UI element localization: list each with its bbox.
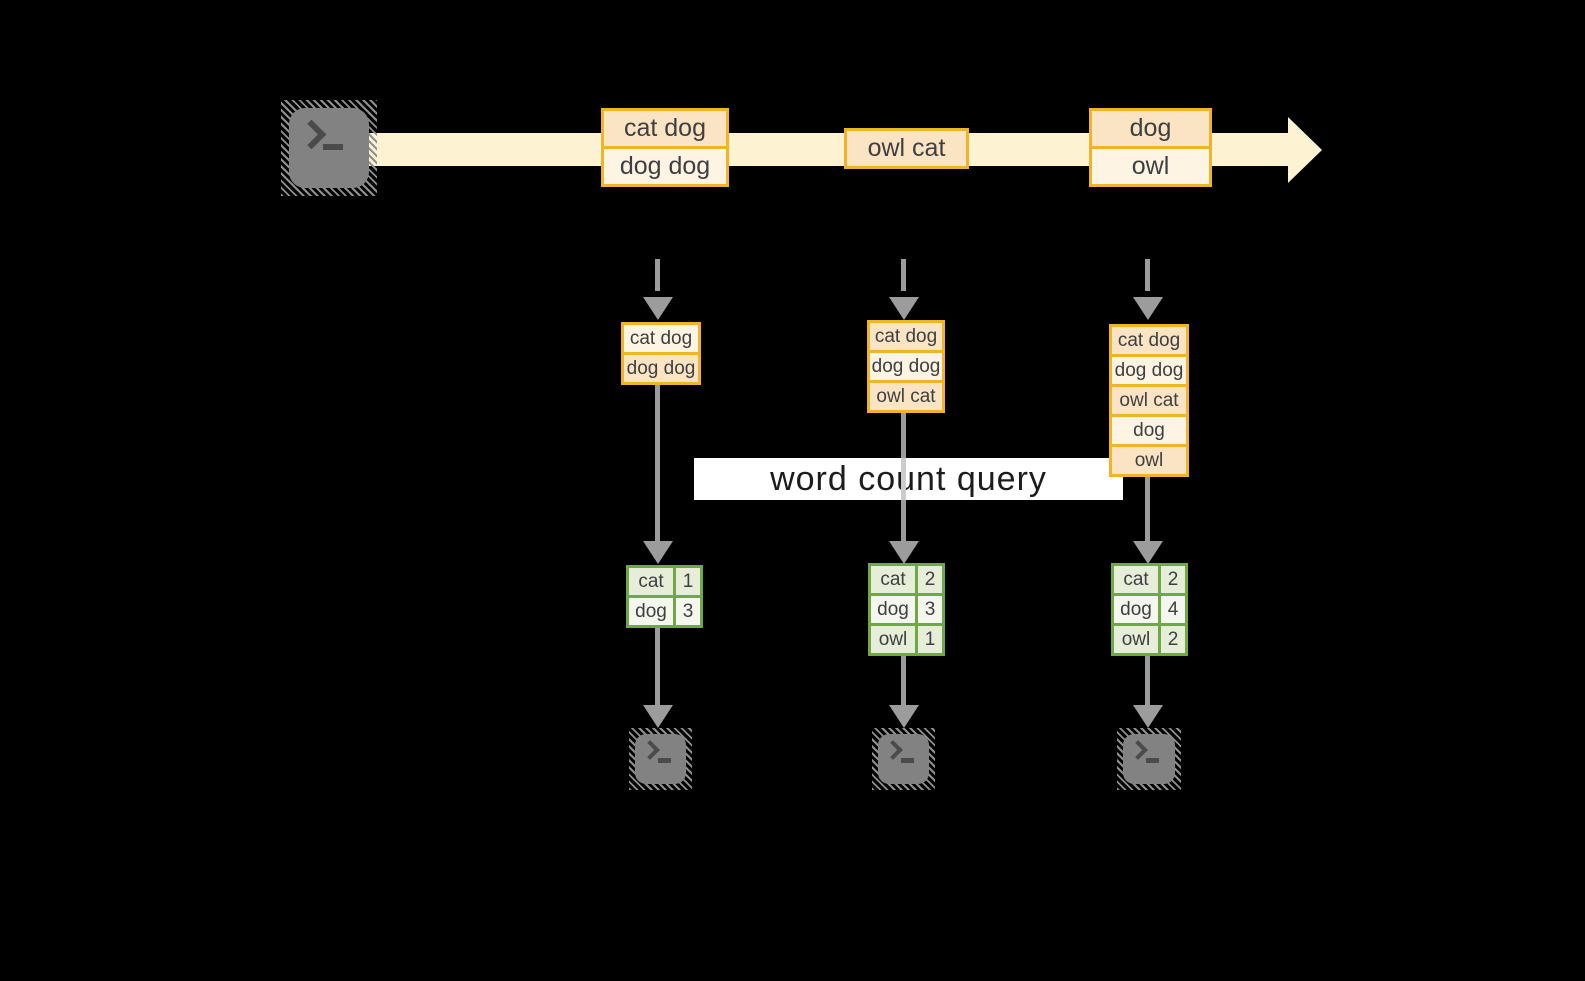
stream-record: owl cat — [847, 131, 966, 166]
query-arrow-head-icon — [643, 541, 673, 564]
window-buffer-2: cat dog dog dog owl cat — [867, 320, 945, 413]
terminal-screen — [635, 734, 686, 784]
buffer-record: dog dog — [1112, 354, 1186, 384]
count-value-cell: 2 — [915, 566, 942, 593]
count-word-cell: cat — [1114, 566, 1158, 593]
dashed-arrow-head-icon — [889, 297, 919, 320]
buffer-record: dog dog — [870, 350, 942, 380]
source-terminal-icon — [281, 100, 377, 196]
count-row: owl 2 — [1114, 623, 1185, 653]
count-value-cell: 2 — [1158, 626, 1185, 653]
arrow-through-banner — [901, 458, 906, 500]
count-row: cat 2 — [1114, 566, 1185, 593]
query-banner: word count query — [694, 458, 1123, 500]
count-row: dog 3 — [871, 593, 942, 623]
output-arrow-line — [901, 656, 906, 706]
sink-terminal-icon — [629, 728, 692, 790]
count-row: dog 3 — [629, 595, 700, 625]
count-word-cell: dog — [871, 596, 915, 623]
output-arrow-head-icon — [643, 705, 673, 728]
stream-event-window-1: cat dog dog dog — [601, 108, 729, 187]
count-word-cell: dog — [1114, 596, 1158, 623]
sink-terminal-icon — [1117, 728, 1181, 790]
window-buffer-1: cat dog dog dog — [621, 322, 701, 385]
buffer-record: owl — [1112, 444, 1186, 474]
prompt-cursor-icon — [901, 758, 914, 763]
query-arrow-line — [1145, 477, 1150, 541]
prompt-chevron-icon — [640, 740, 660, 760]
dashed-arrow-line — [655, 259, 660, 291]
buffer-record: owl cat — [870, 380, 942, 410]
query-arrow-head-icon — [1133, 541, 1163, 564]
buffer-record: owl cat — [1112, 384, 1186, 414]
count-table-1: cat 1 dog 3 — [626, 565, 703, 628]
stream-event-window-2: owl cat — [844, 128, 969, 169]
stream-record: cat dog — [604, 111, 726, 146]
count-table-2: cat 2 dog 3 owl 1 — [868, 563, 945, 656]
count-word-cell: owl — [871, 626, 915, 653]
count-value-cell: 3 — [915, 596, 942, 623]
dashed-arrow-head-icon — [643, 297, 673, 320]
output-arrow-head-icon — [889, 705, 919, 728]
prompt-cursor-icon — [323, 144, 343, 150]
count-value-cell: 1 — [673, 568, 700, 595]
buffer-record: dog — [1112, 414, 1186, 444]
buffer-record: cat dog — [1112, 327, 1186, 354]
buffer-record: dog dog — [624, 352, 698, 382]
window-buffer-3: cat dog dog dog owl cat dog owl — [1109, 324, 1189, 477]
terminal-screen — [1123, 734, 1175, 784]
dashed-arrow-head-icon — [1133, 297, 1163, 320]
count-value-cell: 1 — [915, 626, 942, 653]
dashed-arrow-line — [1145, 259, 1150, 291]
query-banner-label: word count query — [770, 459, 1047, 498]
count-row: cat 1 — [629, 568, 700, 595]
count-table-3: cat 2 dog 4 owl 2 — [1111, 563, 1188, 656]
stream-record: dog dog — [604, 146, 726, 184]
prompt-cursor-icon — [658, 758, 671, 763]
terminal-screen — [289, 108, 369, 188]
output-arrow-line — [655, 628, 660, 706]
stream-record: owl — [1092, 146, 1209, 184]
sink-terminal-icon — [872, 728, 935, 790]
prompt-cursor-icon — [1146, 758, 1159, 763]
query-arrow-head-icon — [889, 541, 919, 564]
count-row: owl 1 — [871, 623, 942, 653]
buffer-record: cat dog — [624, 325, 698, 352]
count-value-cell: 2 — [1158, 566, 1185, 593]
terminal-screen — [878, 734, 929, 784]
output-arrow-head-icon — [1133, 705, 1163, 728]
prompt-chevron-icon — [1128, 740, 1148, 760]
prompt-chevron-icon — [883, 740, 903, 760]
count-word-cell: owl — [1114, 626, 1158, 653]
count-value-cell: 4 — [1158, 596, 1185, 623]
count-row: cat 2 — [871, 566, 942, 593]
output-arrow-line — [1145, 656, 1150, 706]
count-row: dog 4 — [1114, 593, 1185, 623]
stream-arrow-head — [1288, 117, 1322, 183]
prompt-chevron-icon — [296, 119, 327, 150]
stream-event-window-3: dog owl — [1089, 108, 1212, 187]
count-word-cell: cat — [871, 566, 915, 593]
query-arrow-line — [655, 385, 660, 541]
dashed-arrow-line — [901, 259, 906, 291]
count-word-cell: dog — [629, 598, 673, 625]
stream-record: dog — [1092, 111, 1209, 146]
count-word-cell: cat — [629, 568, 673, 595]
buffer-record: cat dog — [870, 323, 942, 350]
count-value-cell: 3 — [673, 598, 700, 625]
